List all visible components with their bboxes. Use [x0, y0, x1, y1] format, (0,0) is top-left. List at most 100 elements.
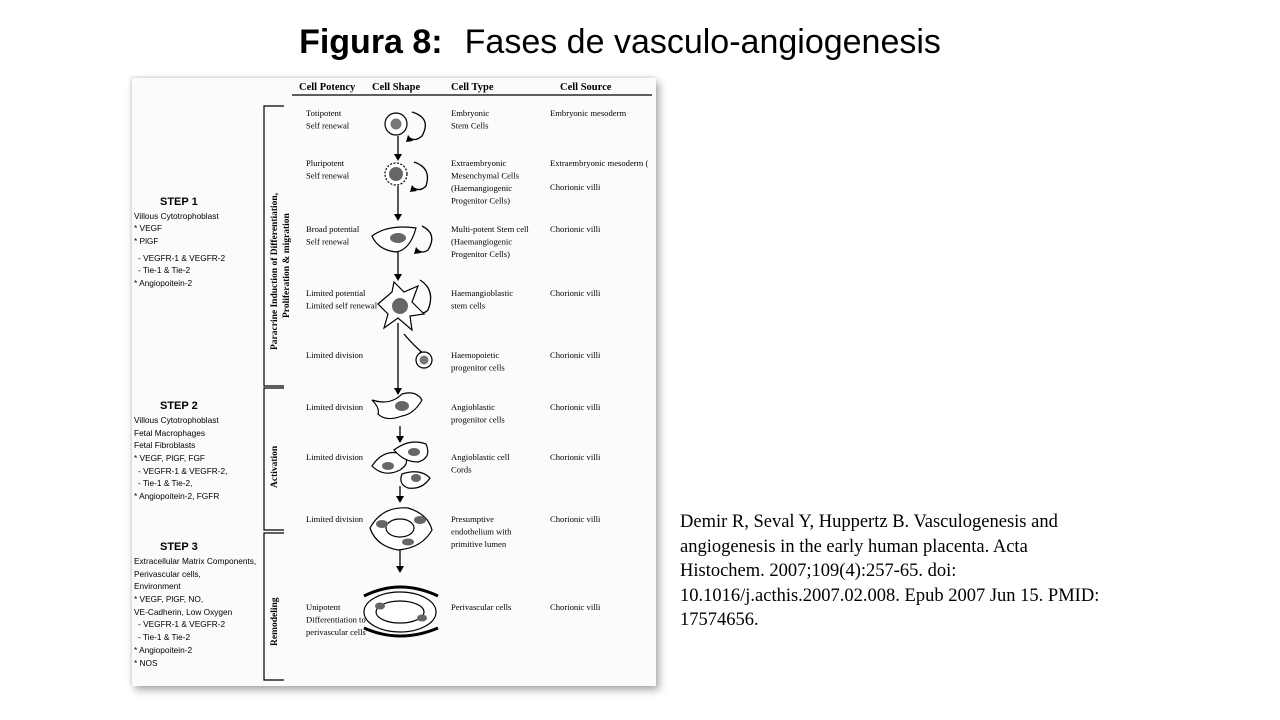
phase-label-1a: Paracrine Induction of Differentiation,	[270, 192, 280, 350]
citation-line: 17574656.	[680, 610, 759, 630]
step-3-item: * NOS	[134, 658, 158, 668]
figure-number: Figura 8:	[299, 23, 443, 61]
step-1-title: STEP 1	[160, 196, 198, 208]
step-1-item: Villous Cytotrophoblast	[134, 211, 219, 221]
row-6-source: Chorionic villi	[550, 402, 601, 412]
row-5-type: progenitor cells	[451, 363, 505, 373]
step-3-title: STEP 3	[160, 541, 198, 553]
row-8-type: endothelium with	[451, 527, 512, 537]
step-1-item: * PlGF	[134, 236, 158, 246]
bracket-phase-3	[263, 532, 284, 681]
step-3-item: - VEGFR-1 & VEGFR-2	[138, 619, 226, 629]
citation-line: Histochem. 2007;109(4):257-65. doi:	[680, 561, 957, 581]
cell-shapes	[363, 112, 439, 638]
row-7-type: Angioblastic cell	[451, 452, 510, 462]
step-2-item: - Tie-1 & Tie-2,	[138, 478, 192, 488]
bracket-phase-1	[263, 105, 284, 387]
row-5-potency: Limited division	[306, 350, 364, 360]
row-6-type: Angioblastic	[451, 402, 495, 412]
row-9-potency: Unipotent	[306, 602, 341, 612]
step-2-item: - VEGFR-1 & VEGFR-2,	[138, 466, 227, 476]
row-6-potency: Limited division	[306, 402, 364, 412]
step-1-item: - Tie-1 & Tie-2	[138, 265, 190, 275]
row-2-source: Extraembryonic mesoderm (	[550, 158, 648, 168]
row-2-potency: Pluripotent	[306, 158, 345, 168]
step-1-item: * Angiopoitein-2	[134, 278, 193, 288]
step-3-item: * VEGF, PlGF, NO,	[134, 594, 203, 604]
header-cell-potency: Cell Potency	[299, 82, 356, 93]
step-3-item: Extracellular Matrix Components,	[134, 556, 256, 566]
row-9-potency: Differentiation to	[306, 615, 366, 625]
phase-label-1b: Proliferation & migration	[282, 212, 292, 318]
row-7-type: Cords	[451, 465, 472, 475]
row-2-potency: Self renewal	[306, 171, 350, 181]
row-7-source: Chorionic villi	[550, 452, 601, 462]
row-4-potency: Limited potential	[306, 288, 366, 298]
citation-line: Demir R, Seval Y, Huppertz B. Vasculogen…	[680, 512, 1058, 532]
step-1: STEP 1 Villous Cytotrophoblast * VEGF * …	[134, 196, 226, 288]
step-2-item: Villous Cytotrophoblast	[134, 415, 219, 425]
slide-title: Figura 8:Fases de vasculo-angiogenesis	[0, 18, 1240, 66]
citation-line: angiogenesis in the early human placenta…	[680, 536, 1028, 557]
cell-endothelium	[369, 507, 433, 551]
step-1-item: * VEGF	[134, 223, 162, 233]
row-1-potency: Self renewal	[306, 121, 350, 131]
figure-canvas: Cell Potency Cell Shape Cell Type Cell S…	[134, 82, 652, 681]
row-2-source: Chorionic villi	[550, 182, 601, 192]
row-3-type: (Haemangiogenic	[451, 237, 512, 247]
bracket-phase-2	[263, 387, 284, 531]
step-3-item: VE-Cadherin, Low Oxygen	[134, 607, 233, 617]
row-3-source: Chorionic villi	[550, 224, 601, 234]
row-3-potency: Self renewal	[306, 237, 350, 247]
row-1-type: Embryonic	[451, 108, 489, 118]
row-1-source: Embryonic mesoderm	[550, 108, 626, 118]
step-2-item: Fetal Fibroblasts	[134, 440, 195, 450]
row-4-type: stem cells	[451, 301, 486, 311]
citation-line: 10.1016/j.acthis.2007.02.008. Epub 2007 …	[680, 585, 1100, 606]
cell-cords	[371, 441, 431, 489]
step-3: STEP 3 Extracellular Matrix Components, …	[134, 541, 256, 668]
row-8-source: Chorionic villi	[550, 514, 601, 524]
row-4-type: Haemangioblastic	[451, 288, 513, 298]
row-1-type: Stem Cells	[451, 121, 489, 131]
step-2-item: * VEGF, PlGF, FGF	[134, 453, 205, 463]
row-5-source: Chorionic villi	[550, 350, 601, 360]
row-6-type: progenitor cells	[451, 415, 505, 425]
row-4-source: Chorionic villi	[550, 288, 601, 298]
step-2-item: * Angiopoitein-2, FGFR	[134, 491, 219, 501]
row-2-type: Extraembryonic	[451, 158, 507, 168]
cell-perivascular	[363, 585, 439, 638]
row-3-type: Multi-potent Stem cell	[451, 224, 529, 234]
phase-brackets	[263, 105, 284, 681]
step-2: STEP 2 Villous Cytotrophoblast Fetal Mac…	[134, 400, 227, 501]
header-cell-type: Cell Type	[451, 82, 494, 93]
step-1-item: - VEGFR-1 & VEGFR-2	[138, 253, 226, 263]
row-9-source: Chorionic villi	[550, 602, 601, 612]
row-8-potency: Limited division	[306, 514, 364, 524]
header-cell-source: Cell Source	[560, 82, 612, 93]
step-3-item: Perivascular cells,	[134, 569, 201, 579]
phase-label-2: Activation	[270, 445, 280, 488]
step-2-item: Fetal Macrophages	[134, 428, 205, 438]
phase-labels: Paracrine Induction of Differentiation, …	[270, 192, 292, 646]
header-cell-shape: Cell Shape	[372, 82, 420, 93]
vasculogenesis-figure: Cell Potency Cell Shape Cell Type Cell S…	[132, 78, 656, 686]
step-2-title: STEP 2	[160, 400, 198, 412]
column-headers: Cell Potency Cell Shape Cell Type Cell S…	[299, 82, 612, 93]
row-4-potency: Limited self renewal	[306, 301, 378, 311]
step-3-item: * Angiopoitein-2	[134, 645, 193, 655]
row-2-type: (Haemangiogenic	[451, 183, 512, 193]
row-7-potency: Limited division	[306, 452, 364, 462]
phase-label-3: Remodeling	[270, 597, 280, 646]
row-3-potency: Broad potential	[306, 224, 360, 234]
row-5-type: Haemopoietic	[451, 350, 499, 360]
step-3-item: Environment	[134, 581, 181, 591]
row-2-type: Progenitor Cells)	[451, 196, 510, 206]
row-9-type: Perivascular cells	[451, 602, 512, 612]
row-8-type: Presumptive	[451, 514, 494, 524]
citation: Demir R, Seval Y, Huppertz B. Vasculogen…	[680, 510, 1200, 633]
row-9-potency: perivascular cells	[306, 627, 367, 637]
step-3-item: - Tie-1 & Tie-2	[138, 632, 190, 642]
row-3-type: Progenitor Cells)	[451, 249, 510, 259]
